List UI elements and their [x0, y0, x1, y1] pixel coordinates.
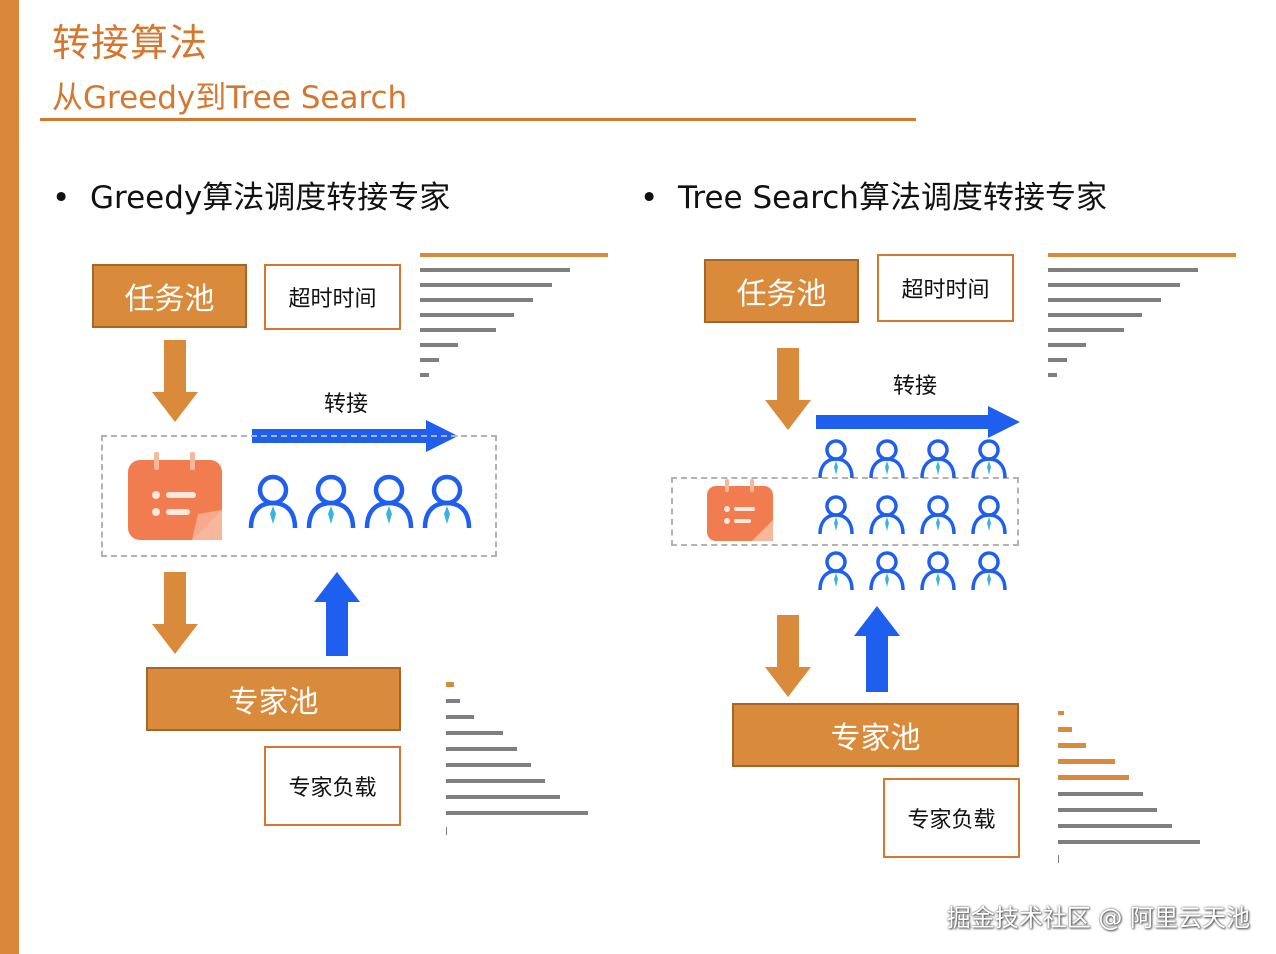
- left-timeout-box: 超时时间: [264, 264, 401, 330]
- up-arrow-icon: [314, 572, 360, 656]
- left-heading: • Greedy算法调度转接专家: [52, 172, 450, 217]
- bullet-dot: •: [640, 180, 678, 216]
- person-icon: [367, 477, 411, 528]
- left-task-pool: 任务池: [92, 264, 247, 328]
- left-task-pool-label: 任务池: [124, 282, 215, 317]
- right-task-pool: 任务池: [704, 259, 859, 323]
- down-arrow-icon: [152, 572, 198, 654]
- right-transfer-label: 转接: [893, 374, 938, 399]
- down-arrow-icon: [152, 340, 198, 422]
- page-title: 转接算法: [52, 21, 209, 65]
- person-icon: [251, 477, 295, 528]
- left-timeout-label: 超时时间: [288, 287, 377, 312]
- left-dispatch-zone: [101, 435, 497, 557]
- left-load-bars: [446, 682, 588, 835]
- left-expert-pool: 专家池: [146, 667, 401, 731]
- left-timeout-bars: [420, 253, 608, 377]
- title-divider: [40, 118, 916, 121]
- left-load-label: 专家负载: [288, 776, 377, 801]
- person-icon: [425, 477, 469, 528]
- right-heading-text: Tree Search算法调度转接专家: [678, 180, 1107, 216]
- left-experts-row: [248, 472, 480, 532]
- down-arrow-icon: [765, 615, 811, 697]
- calendar-task-icon: [128, 452, 222, 540]
- right-task-pool-label: 任务池: [736, 277, 827, 312]
- down-arrow-icon: [765, 348, 811, 430]
- right-expert-pool-label: 专家池: [830, 721, 921, 756]
- page-subtitle: 从Greedy到Tree Search: [52, 80, 408, 116]
- right-heading: • Tree Search算法调度转接专家: [640, 172, 1107, 217]
- left-expert-pool-label: 专家池: [228, 685, 319, 720]
- right-load-bars: [1058, 711, 1200, 863]
- left-load-box: 专家负载: [264, 746, 401, 826]
- right-load-label: 专家负载: [907, 808, 996, 833]
- right-dispatch-zone: [671, 477, 1019, 546]
- calendar-task-icon: [707, 479, 773, 541]
- right-experts-grid: [818, 439, 1007, 592]
- watermark: 掘金技术社区 @ 阿里云天池: [946, 904, 1250, 932]
- right-arrow-icon: [816, 406, 1020, 438]
- right-expert-pool: 专家池: [732, 703, 1019, 767]
- left-heading-text: Greedy算法调度转接专家: [90, 180, 451, 216]
- left-transfer-label: 转接: [324, 392, 369, 417]
- person-icon: [309, 477, 353, 528]
- bullet-dot: •: [52, 180, 90, 216]
- right-timeout-box: 超时时间: [877, 254, 1014, 322]
- right-load-box: 专家负载: [883, 778, 1020, 858]
- up-arrow-icon: [854, 606, 900, 692]
- right-timeout-bars: [1048, 253, 1236, 377]
- right-timeout-label: 超时时间: [901, 278, 990, 303]
- left-accent-bar: [0, 0, 19, 954]
